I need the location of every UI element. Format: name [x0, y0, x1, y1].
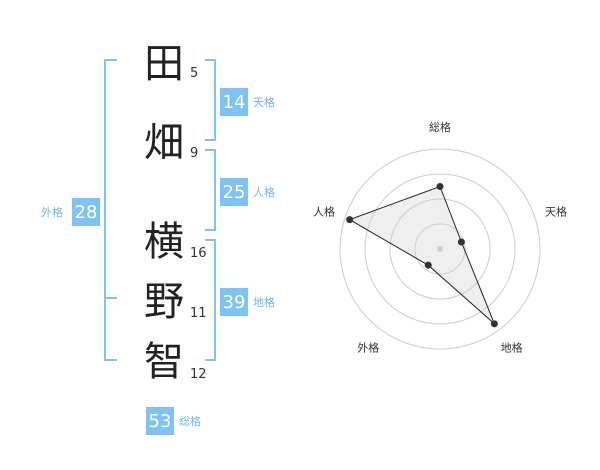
- radar-point-4: [424, 261, 432, 269]
- jinkaku-value-badge: 25: [220, 178, 248, 206]
- chikaku-bracket: [205, 239, 216, 361]
- radar-point-5: [346, 216, 354, 224]
- radar-point-2: [457, 238, 465, 246]
- name-char-4: 野: [144, 279, 184, 325]
- radar-series-polygon: [348, 185, 495, 325]
- name-char-2: 畑: [144, 120, 184, 166]
- radar-axis-label-5: 人格: [313, 204, 335, 218]
- radar-axis-label-2: 天格: [545, 204, 567, 218]
- stroke-count-2: 9: [190, 146, 199, 161]
- radar-point-3: [490, 320, 498, 328]
- gaikaku-bracket: [104, 59, 117, 361]
- tenkaku-value-badge: 14: [220, 88, 248, 116]
- stroke-count-5: 12: [190, 367, 207, 382]
- stroke-count-1: 5: [190, 66, 199, 81]
- name-char-3: 横: [144, 219, 184, 265]
- stroke-count-4: 11: [190, 306, 207, 321]
- radar-ring-4: [339, 148, 541, 350]
- gaikaku-value-badge: 28: [72, 198, 100, 226]
- tenkaku-bracket: [205, 59, 216, 141]
- jinkaku-label: 人格: [253, 186, 275, 199]
- jinkaku-bracket: [205, 149, 216, 231]
- radar-axis-label-3: 地格: [501, 341, 523, 355]
- gaikaku-label: 外格: [41, 206, 63, 219]
- name-char-1: 田: [144, 41, 184, 87]
- radar-axis-label-4: 外格: [357, 341, 379, 355]
- radar-ring-3: [364, 173, 516, 325]
- radar-center-dot: [437, 246, 443, 252]
- radar-axis-label-1: 総格: [429, 120, 451, 134]
- chikaku-label: 地格: [253, 296, 275, 309]
- radar-point-1: [436, 183, 444, 190]
- radar-ring-1: [414, 223, 466, 275]
- radar-ring-2: [389, 198, 491, 300]
- stroke-count-3: 16: [190, 246, 207, 261]
- soukaku-value-badge: 53: [146, 407, 174, 435]
- chikaku-value-badge: 39: [220, 288, 248, 316]
- tenkaku-label: 天格: [253, 96, 275, 109]
- soukaku-label: 総格: [179, 415, 201, 428]
- name-char-5: 智: [144, 339, 184, 385]
